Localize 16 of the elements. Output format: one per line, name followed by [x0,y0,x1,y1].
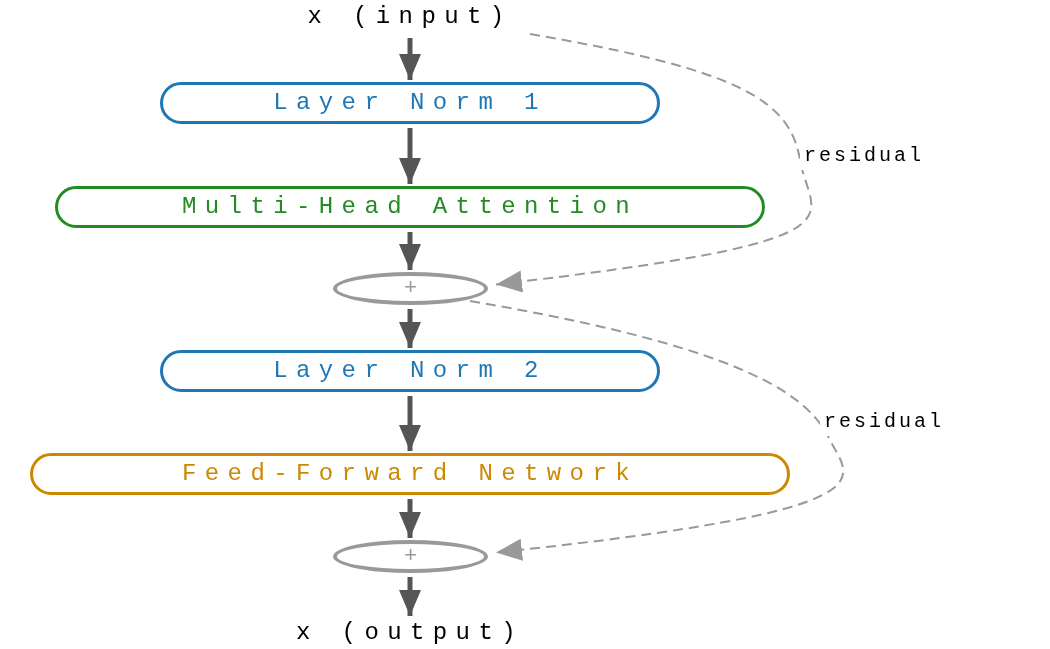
arrow [399,499,421,538]
add-circle: + [333,272,488,305]
arrow [399,577,421,616]
process-box: Feed-Forward Network [30,453,790,495]
io-label: x (input) [190,0,630,34]
arrow [399,38,421,80]
arrow [399,128,421,184]
add-circle: + [333,540,488,573]
arrow [495,33,812,293]
io-label: x (output) [170,618,650,648]
arrow [399,396,421,451]
process-box: Layer Norm 2 [160,350,660,392]
process-box: Layer Norm 1 [160,82,660,124]
arrow [399,309,421,348]
process-box: Multi-Head Attention [55,186,765,228]
arrow [399,232,421,270]
